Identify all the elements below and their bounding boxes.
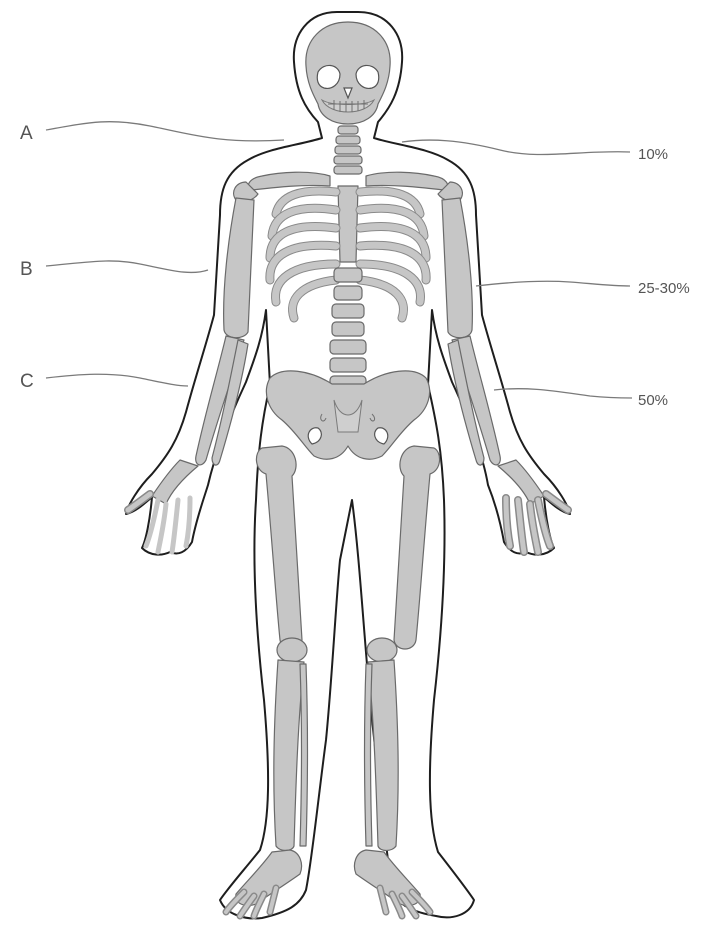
- cervical-spine: [334, 126, 362, 174]
- leader-line-50pct: [494, 389, 632, 398]
- leader-line-b: [46, 261, 208, 273]
- leader-line-25-30pct: [476, 281, 630, 286]
- label-c: C: [20, 371, 34, 392]
- leader-line-c: [46, 374, 188, 386]
- right-arm: [442, 198, 568, 552]
- label-10pct: 10%: [638, 146, 668, 163]
- leader-line-a: [46, 122, 284, 141]
- label-50pct: 50%: [638, 392, 668, 409]
- leader-line-10pct: [402, 140, 630, 154]
- label-25-30pct: 25-30%: [638, 280, 690, 297]
- left-arm: [128, 198, 254, 552]
- label-a: A: [20, 123, 33, 144]
- label-b: B: [20, 259, 33, 280]
